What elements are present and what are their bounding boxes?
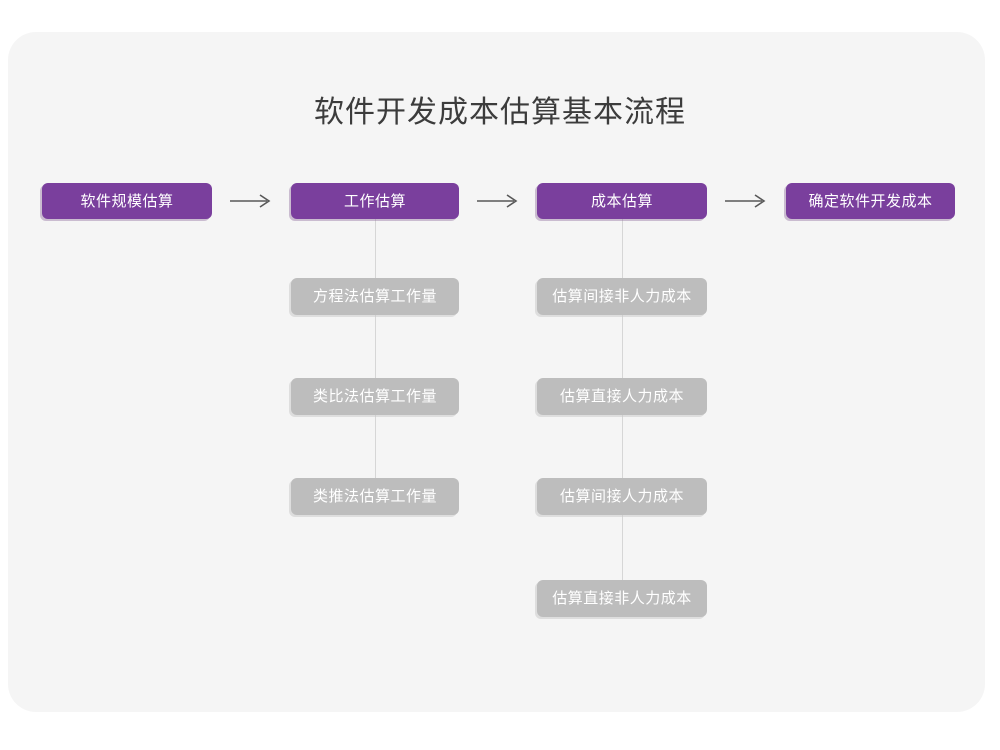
branch1-node-inference-method-effort[interactable]: 类推法估算工作量 [291, 478, 459, 515]
connector-line-col1-seg3 [375, 415, 376, 478]
branch2-node-direct-nonlabor-cost[interactable]: 估算直接非人力成本 [537, 580, 707, 617]
connector-line-col2-seg3 [622, 415, 623, 478]
diagram-card [8, 32, 985, 712]
connector-line-col1-seg1 [375, 219, 376, 278]
branch2-node-indirect-nonlabor-cost[interactable]: 估算间接非人力成本 [537, 278, 707, 315]
flow-node-determine-development-cost[interactable]: 确定软件开发成本 [786, 183, 955, 219]
branch1-node-equation-method-effort[interactable]: 方程法估算工作量 [291, 278, 459, 315]
connector-line-col2-seg1 [622, 219, 623, 278]
arrow-1 [228, 191, 276, 211]
arrow-2 [475, 191, 523, 211]
flow-node-cost-estimation[interactable]: 成本估算 [537, 183, 707, 219]
branch1-node-analogy-method-effort[interactable]: 类比法估算工作量 [291, 378, 459, 415]
flow-node-work-estimation[interactable]: 工作估算 [291, 183, 459, 219]
connector-line-col2-seg2 [622, 315, 623, 378]
page-title: 软件开发成本估算基本流程 [314, 96, 686, 129]
connector-line-col1-seg2 [375, 315, 376, 378]
connector-line-col2-seg4 [622, 515, 623, 580]
branch2-node-indirect-labor-cost[interactable]: 估算间接人力成本 [537, 478, 707, 515]
flow-node-software-scale-estimation[interactable]: 软件规模估算 [42, 183, 212, 219]
branch2-node-direct-labor-cost[interactable]: 估算直接人力成本 [537, 378, 707, 415]
arrow-3 [723, 191, 771, 211]
